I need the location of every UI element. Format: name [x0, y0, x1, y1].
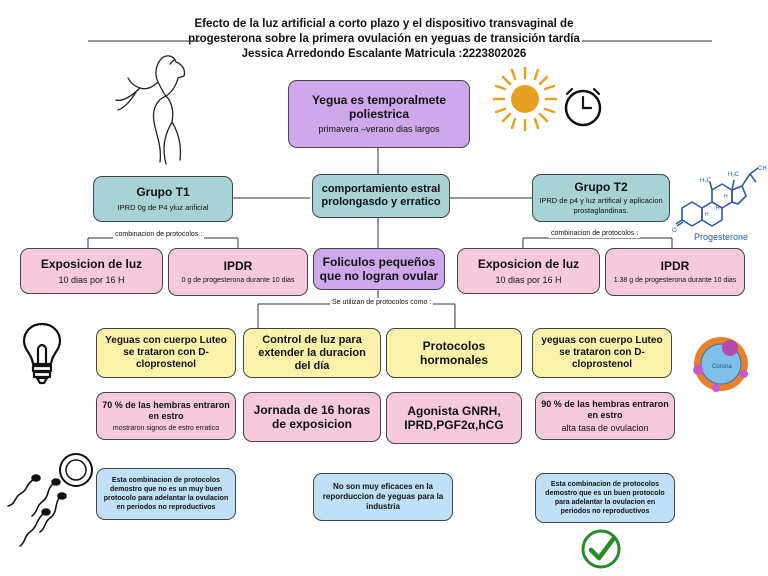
- right-combo-note: combinacion de protocolos :: [549, 229, 641, 238]
- left-conclusion-box: Esta combinacion de protocolos demostro …: [96, 468, 236, 520]
- molecule-h-b: H: [724, 194, 728, 200]
- sperm-egg-icon: [7, 453, 93, 547]
- lightbulb-icon: [22, 322, 62, 385]
- molecule-o-label: O: [672, 228, 677, 234]
- title-line-2: progesterona sobre la primera ovulación …: [188, 33, 580, 45]
- seasonal-title: Yegua es temporalmete poliestrica: [311, 93, 447, 121]
- cell-icon: Corona: [693, 337, 748, 392]
- checkmark-icon: [581, 529, 621, 569]
- title-line-1: Efecto de la luz artificial a corto plaz…: [194, 18, 574, 30]
- right-iprd-box: IPDR 1.38 g de progesterona durante 10 d…: [605, 248, 745, 296]
- molecule-h-c: H: [716, 206, 720, 212]
- left-iprd-title: IPDR: [223, 259, 253, 273]
- right-iprd-title: IPDR: [660, 259, 690, 273]
- group-t1-box: Grupo T1 IPRD 0g de P4 yluz arificial: [93, 176, 233, 222]
- right-result-box: 90 % de las hembras entraron en estro al…: [535, 392, 675, 440]
- hormonal-protocols-box: Protocolos hormonales: [386, 328, 522, 378]
- sun-icon: [492, 66, 558, 132]
- right-light-title: Exposicion de luz: [477, 256, 580, 271]
- seasonal-polyestrous-box: Yegua es temporalmete poliestrica primav…: [288, 80, 470, 148]
- right-iprd-desc: 1.38 g de progesterona durante 10 dias: [613, 277, 737, 284]
- progesterone-label: Progesterone: [694, 232, 748, 242]
- left-result-box: 70 % de las hembras entraron en estro mo…: [96, 392, 236, 440]
- center-conclusion-box: No son muy eficaces en la reporduccion d…: [313, 473, 453, 521]
- group-t2-desc: IPRD de p4 y luz artifical y aplicacion …: [539, 196, 663, 215]
- sixteen-hours-box: Jornada de 16 horas de exposicion: [243, 392, 381, 442]
- right-light-exposure-box: Exposicion de luz 10 dias por 16 H: [457, 248, 600, 294]
- left-light-desc: 10 dias por 16 H: [58, 274, 125, 285]
- author-line: Jessica Arredondo Escalante Matricula :2…: [241, 48, 527, 60]
- right-result-desc: alta tasa de ovulacion: [561, 422, 649, 433]
- molecule-ch3-label: CH: [758, 166, 767, 172]
- agonists-box: Agonista GNRH, IPRD,PGF2α,hCG: [386, 392, 522, 444]
- horse-icon: [115, 55, 186, 165]
- group-t1-title: Grupo T1: [136, 185, 190, 199]
- molecule-h3c-a: H₃C: [700, 178, 712, 184]
- left-result-title: 70 % de las hembras entraron en estro: [102, 399, 230, 421]
- group-t2-box: Grupo T2 IPRD de p4 y luz artifical y ap…: [532, 174, 670, 222]
- group-t2-title: Grupo T2: [574, 180, 628, 194]
- left-combo-note: combinacion de protocolos :: [113, 230, 205, 239]
- cell-label: Corona: [712, 364, 732, 370]
- right-result-title: 90 % de las hembras entraron en estro: [541, 398, 669, 420]
- light-control-box: Control de luz para extender la duracion…: [243, 328, 381, 378]
- protocols-note: Se utilizan de protocolos como :: [330, 298, 434, 307]
- left-iprd-box: IPDR 0 g de progesterona durante 10 dias: [168, 248, 308, 296]
- right-luteo-box: yeguas con cuerpo Luteo se trataron con …: [532, 328, 672, 378]
- right-conclusion-box: Esta combinacion de protocolos demostro …: [535, 473, 675, 523]
- left-luteo-box: Yeguas con cuerpo Luteo se trataron con …: [96, 328, 236, 378]
- seasonal-subtitle: primavera –verano dias largos: [318, 124, 440, 134]
- molecule-h3c-b: H₃C: [728, 172, 740, 178]
- group-t1-desc: IPRD 0g de P4 yluz arificial: [117, 203, 209, 212]
- left-light-title: Exposicion de luz: [40, 256, 143, 271]
- progesterone-molecule-icon: O H₃C H₃C H H H CH Progesterone: [672, 166, 767, 242]
- left-light-exposure-box: Exposicion de luz 10 dias por 16 H: [20, 248, 163, 294]
- molecule-h-a: H: [705, 212, 709, 218]
- left-result-desc: mostraron signos de estro erratico: [112, 424, 220, 432]
- clock-icon: [564, 87, 602, 127]
- right-light-desc: 10 dias por 16 H: [495, 274, 562, 285]
- estral-behavior-box: comportamiento estral prolongasdo y erra…: [312, 174, 450, 218]
- left-iprd-desc: 0 g de progesterona durante 10 dias: [181, 277, 295, 284]
- follicles-box: Foliculos pequeños que no logran ovular: [313, 248, 445, 290]
